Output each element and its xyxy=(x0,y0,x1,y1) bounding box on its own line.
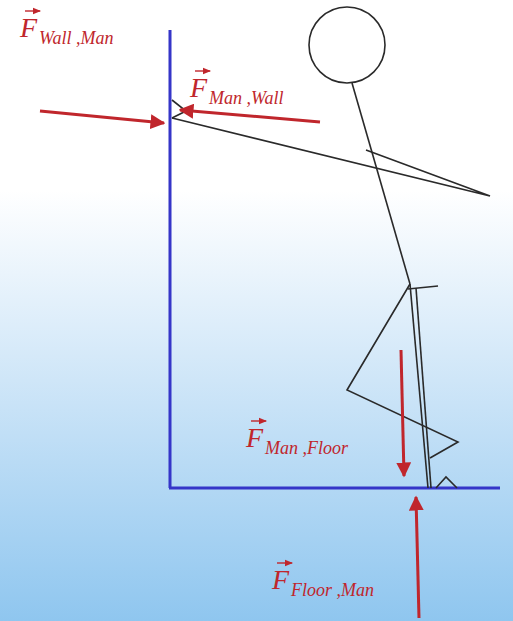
arm-line xyxy=(172,118,490,196)
force-subscript: Man ,Wall xyxy=(209,89,283,107)
force-subscript: Man ,Floor xyxy=(265,439,348,457)
force-arrow xyxy=(416,497,419,618)
force-symbol: F xyxy=(246,424,263,452)
force-arrow xyxy=(401,350,404,476)
force-symbol: F xyxy=(190,74,207,102)
stick-man xyxy=(172,7,490,488)
force-symbol: F xyxy=(20,14,37,42)
vector-arrow xyxy=(251,420,266,421)
vector-arrow xyxy=(195,70,210,71)
torso-line xyxy=(352,83,410,284)
vector-arrow xyxy=(25,10,40,11)
force-subscript: Wall ,Man xyxy=(39,29,113,47)
head-circle xyxy=(309,7,385,83)
leg-line xyxy=(410,284,428,488)
hip-tick xyxy=(408,286,438,289)
wall-line xyxy=(169,30,172,488)
force-symbol: F xyxy=(272,566,289,594)
force-subscript: Floor ,Man xyxy=(291,581,374,599)
force-arrow xyxy=(40,111,164,123)
force-arrow xyxy=(180,110,320,122)
floor-line xyxy=(169,487,500,490)
vector-arrow xyxy=(277,562,292,563)
angle-mark xyxy=(436,477,457,488)
leg-line xyxy=(416,288,431,488)
